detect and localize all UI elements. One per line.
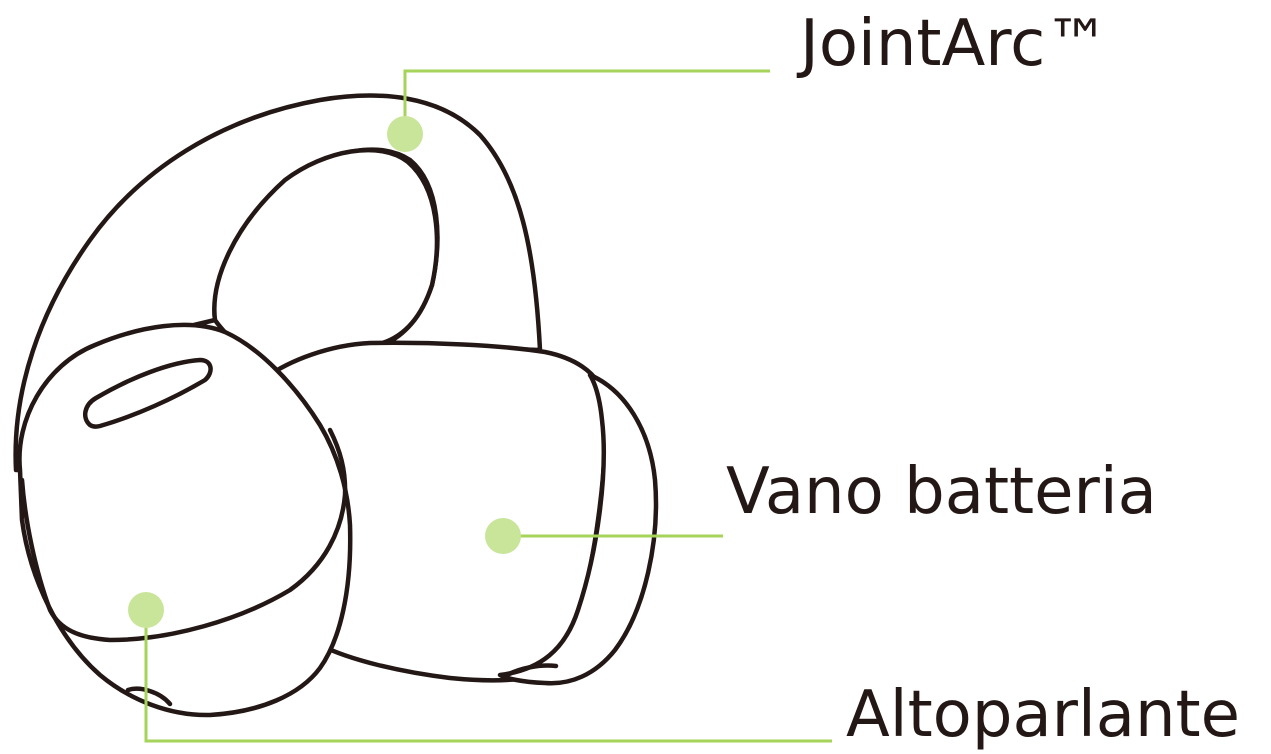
jointarc-label: JointArc™ [800,7,1110,81]
speaker-leader-line [144,610,832,743]
speaker-slot [82,357,213,429]
speaker-face-edge [19,427,348,643]
jointarc-leader-line [403,69,770,132]
battery-marker-dot [485,518,521,554]
jointarc-marker-dot [387,116,423,152]
speaker-foot [125,686,173,707]
battery-compartment-label: Vano batteria [726,455,1157,529]
speaker-label: Altoparlante [846,678,1240,752]
battery-notch [502,663,559,679]
speaker-marker-dot [128,592,164,628]
battery-shell-side [497,372,659,686]
